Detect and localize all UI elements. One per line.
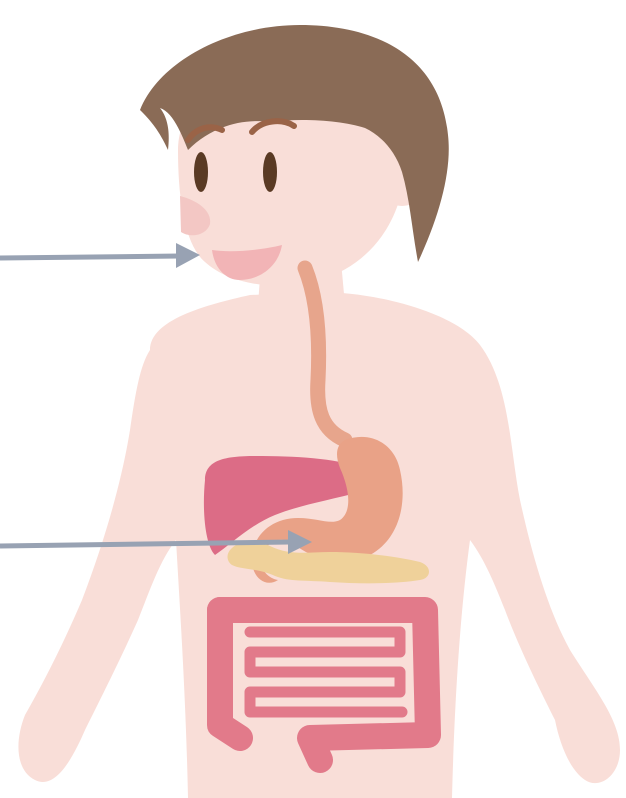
arrow-to-mouth [0,243,200,268]
eye-right [263,152,277,192]
eye-left [194,152,208,192]
head [140,25,449,286]
